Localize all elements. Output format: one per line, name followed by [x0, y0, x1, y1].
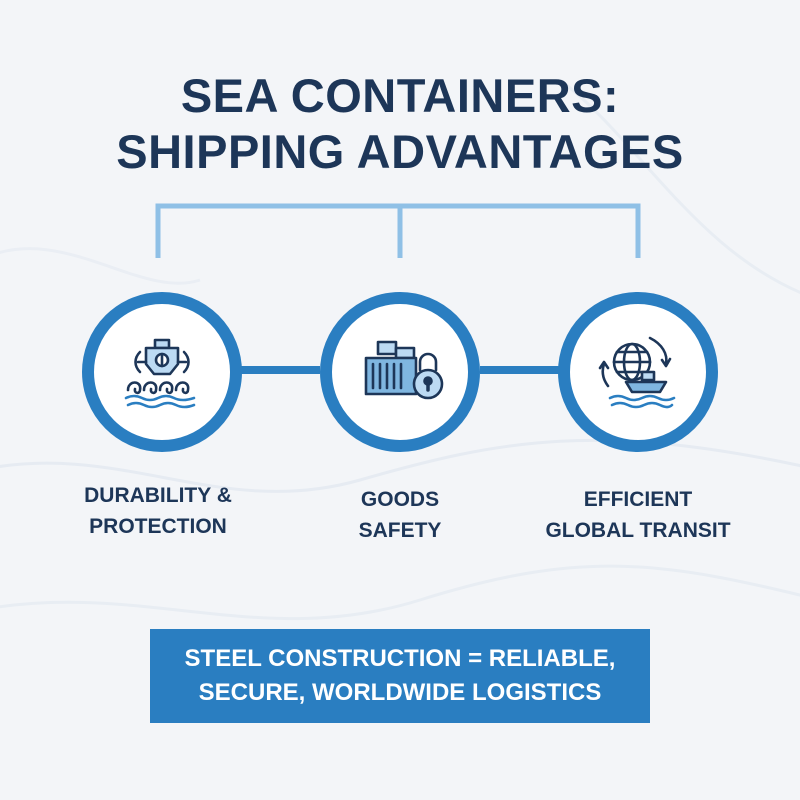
banner-line-1: STEEL CONSTRUCTION = RELIABLE, — [184, 645, 616, 672]
container-waves-icon — [124, 338, 196, 409]
label-safety-line-2: SAFETY — [358, 519, 442, 542]
label-transit: EFFICIENT GLOBAL TRANSIT — [518, 484, 758, 546]
label-durability-line-2: PROTECTION — [89, 515, 227, 538]
label-safety: GOODS SAFETY — [280, 484, 520, 546]
advantage-node-transit — [558, 292, 718, 452]
label-transit-line-1: EFFICIENT — [583, 488, 693, 511]
container-lock-icon — [364, 340, 444, 400]
banner-line-2: SECURE, WORLDWIDE LOGISTICS — [198, 679, 602, 706]
label-transit-line-2: GLOBAL TRANSIT — [545, 519, 731, 542]
label-safety-line-1: GOODS — [360, 488, 440, 511]
summary-banner: STEEL CONSTRUCTION = RELIABLE, SECURE, W… — [150, 629, 650, 723]
globe-ship-icon — [598, 336, 676, 409]
label-durability-line-1: DURABILITY & — [84, 484, 232, 507]
advantage-node-safety — [320, 292, 480, 452]
page-title: SEA CONTAINERS: SHIPPING ADVANTAGES — [0, 68, 800, 180]
label-durability: DURABILITY & PROTECTION — [38, 480, 278, 542]
title-line-1: SEA CONTAINERS: — [180, 69, 620, 122]
advantage-node-durability — [82, 292, 242, 452]
title-line-2: SHIPPING ADVANTAGES — [116, 125, 684, 178]
